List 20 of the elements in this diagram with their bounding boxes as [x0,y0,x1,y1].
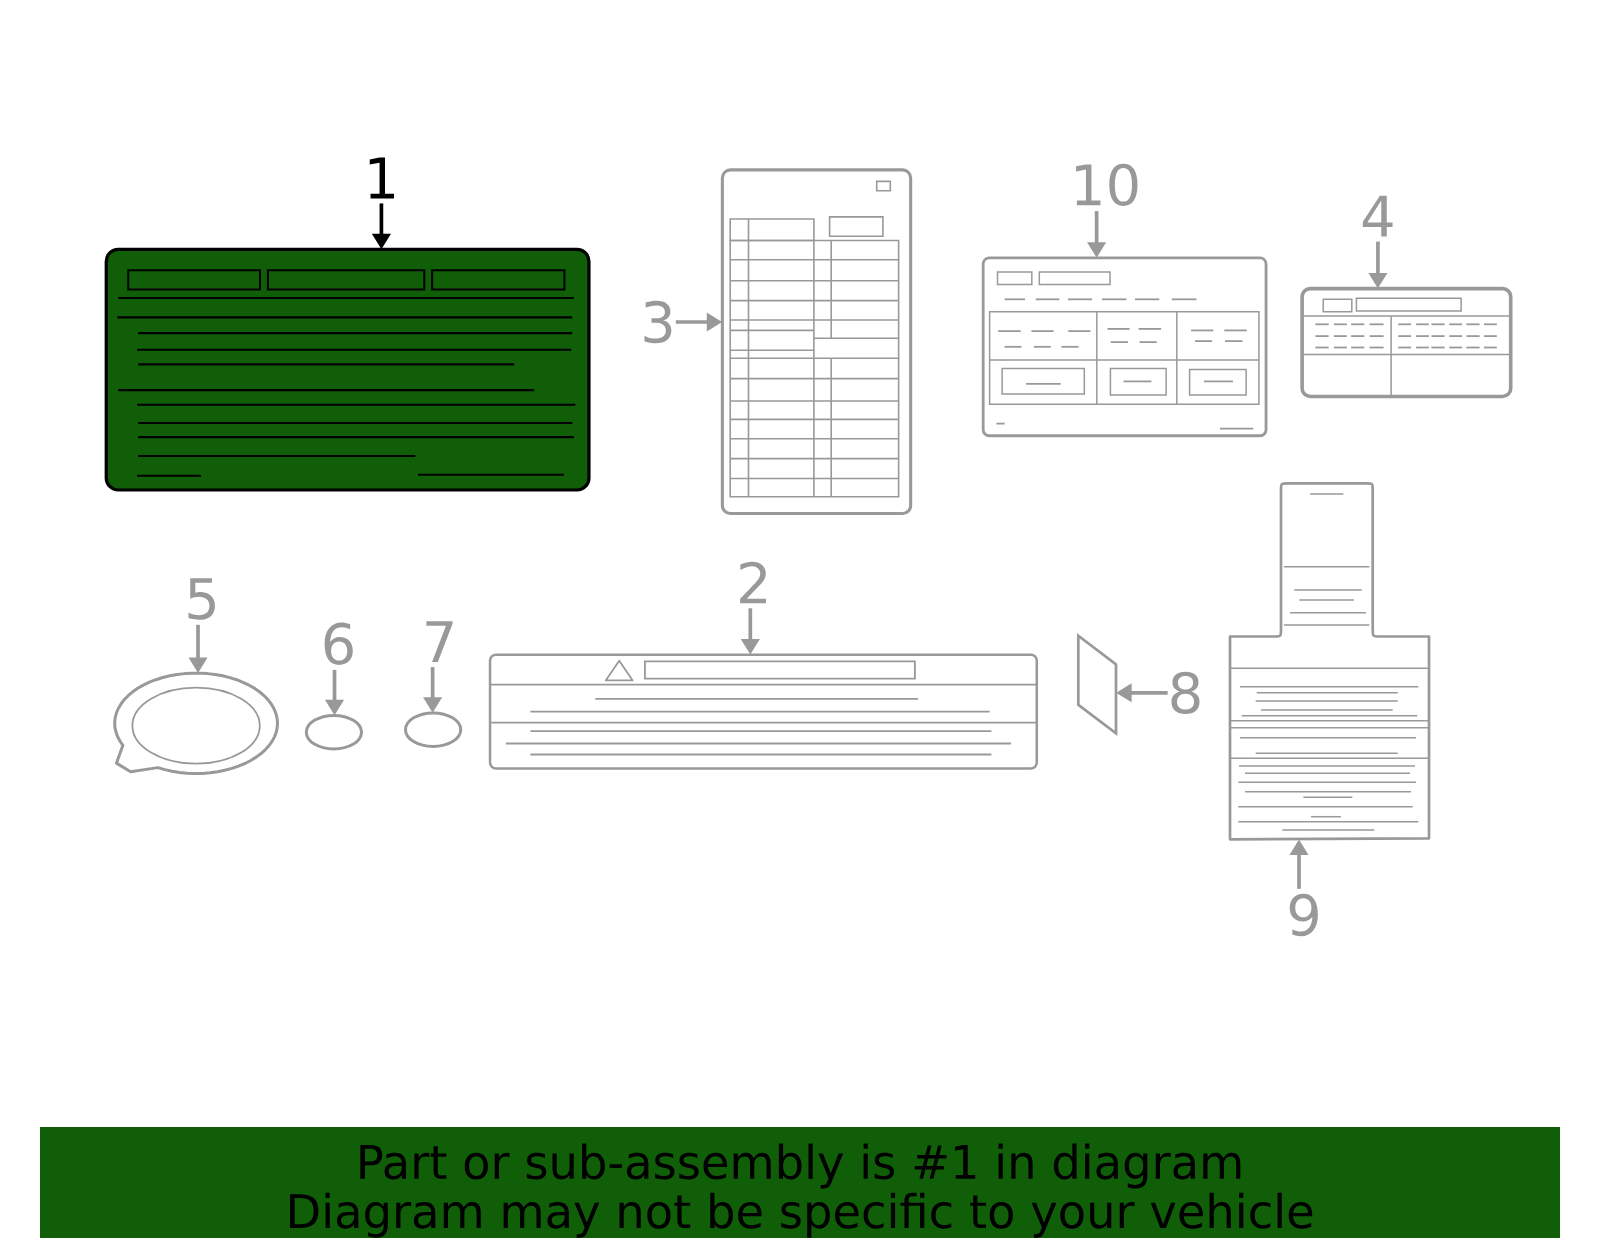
callout-number: 6 [324,622,353,665]
label-drawing [981,256,1268,438]
callout-number: 3 [644,300,672,344]
note-banner: Part or sub-assembly is #1 in diagram Diagram may not be specific to your vehicle [40,1127,1560,1238]
callout-number: 8 [1171,671,1200,714]
label-drawing [1300,286,1513,399]
label-drawing [104,247,591,492]
callout-number: 9 [1289,893,1318,937]
callout-number: 4 [1362,195,1393,237]
label-drawing [488,653,1039,770]
callout-number: 2 [740,561,766,604]
oval-drawing [404,711,463,748]
label-drawing [1228,481,1431,841]
oval-label-drawing [113,671,279,775]
callout-number: 5 [188,578,215,620]
callout-number: 1 [369,157,395,199]
oval-drawing [304,713,363,751]
callout-number: 10 [1076,163,1138,206]
callout-number: 7 [426,621,453,662]
label-drawing [720,168,913,516]
